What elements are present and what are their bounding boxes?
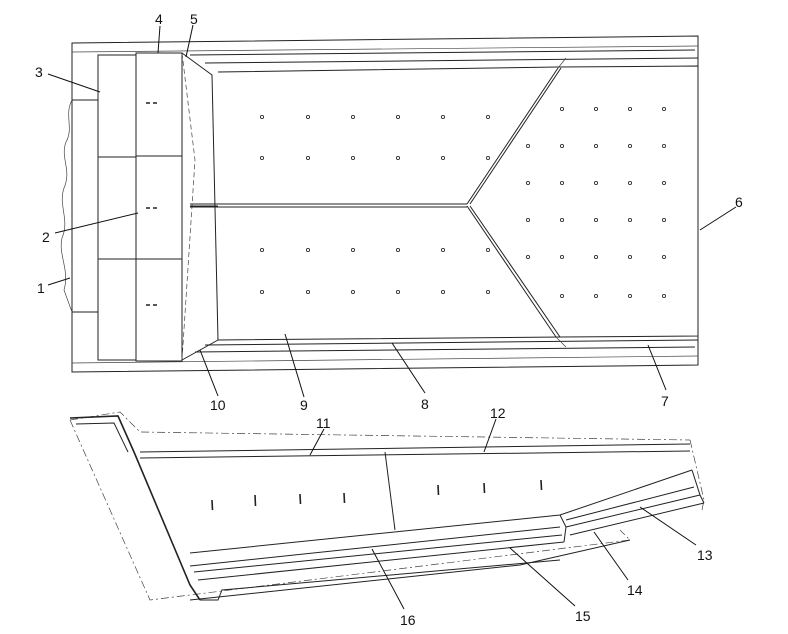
plan-view (47, 24, 737, 398)
label-7: 7 (661, 393, 669, 409)
floor-dot (627, 180, 633, 186)
floor-dot (305, 289, 311, 295)
dot-grid-right (525, 106, 667, 299)
floor-dot (440, 155, 446, 161)
floor-dot (627, 217, 633, 223)
floor-dot (395, 247, 401, 253)
label-12: 12 (490, 405, 506, 421)
side-view (69, 411, 705, 610)
floor-dot (440, 247, 446, 253)
floor-dot (559, 143, 565, 149)
floor-dot (259, 289, 265, 295)
floor-dot (525, 217, 531, 223)
floor-dot (395, 114, 401, 120)
tick-mark (437, 484, 440, 496)
floor-dot (559, 217, 565, 223)
tick-mark (211, 499, 214, 511)
floor-dot (350, 289, 356, 295)
floor-dot (395, 289, 401, 295)
label-1: 1 (37, 280, 45, 296)
floor-dot (525, 143, 531, 149)
label-5: 5 (190, 11, 198, 27)
floor-dot (485, 114, 491, 120)
floor-dot (661, 293, 667, 299)
floor-dot (305, 155, 311, 161)
label-15: 15 (575, 608, 591, 624)
tick-mark (299, 493, 302, 505)
floor-dot (259, 155, 265, 161)
label-8: 8 (421, 396, 429, 412)
reference-labels: 1 2 3 4 5 6 7 8 9 10 11 12 13 14 15 16 (35, 11, 743, 628)
tick-mark (343, 492, 346, 504)
floor-dot (259, 247, 265, 253)
floor-dot (559, 254, 565, 260)
floor-dot (305, 114, 311, 120)
label-6: 6 (735, 194, 743, 210)
label-4: 4 (155, 11, 163, 27)
label-16: 16 (400, 612, 416, 628)
floor-dot (485, 289, 491, 295)
floor-dot (661, 217, 667, 223)
floor-dot (305, 247, 311, 253)
floor-dot (661, 106, 667, 112)
floor-dot (350, 247, 356, 253)
floor-dot (559, 293, 565, 299)
label-10: 10 (210, 397, 226, 413)
floor-dot (661, 143, 667, 149)
floor-dot (593, 180, 599, 186)
tick-mark (483, 482, 486, 494)
floor-dot (395, 155, 401, 161)
label-3: 3 (35, 64, 43, 80)
floor-dot (259, 114, 265, 120)
floor-dot (350, 114, 356, 120)
floor-dot (627, 143, 633, 149)
floor-dot (593, 217, 599, 223)
floor-dot (661, 180, 667, 186)
label-14: 14 (627, 582, 643, 598)
floor-dot (440, 114, 446, 120)
tick-marks (211, 479, 543, 511)
floor-dot (525, 180, 531, 186)
floor-dot (559, 180, 565, 186)
floor-dot (440, 289, 446, 295)
label-11: 11 (316, 415, 331, 431)
floor-dot (593, 106, 599, 112)
floor-dot (593, 143, 599, 149)
floor-dot (593, 254, 599, 260)
floor-dot (525, 254, 531, 260)
label-2: 2 (42, 229, 50, 245)
floor-dot (627, 254, 633, 260)
tick-mark (254, 494, 257, 507)
floor-dot (485, 247, 491, 253)
floor-dot (593, 293, 599, 299)
floor-dot (661, 254, 667, 260)
floor-dot (350, 155, 356, 161)
dot-grid-left (259, 114, 491, 295)
label-13: 13 (697, 547, 713, 563)
tick-mark (540, 479, 543, 491)
floor-dot (627, 293, 633, 299)
floor-dot (627, 106, 633, 112)
floor-dot (485, 155, 491, 161)
label-9: 9 (300, 397, 308, 413)
floor-dot (559, 106, 565, 112)
